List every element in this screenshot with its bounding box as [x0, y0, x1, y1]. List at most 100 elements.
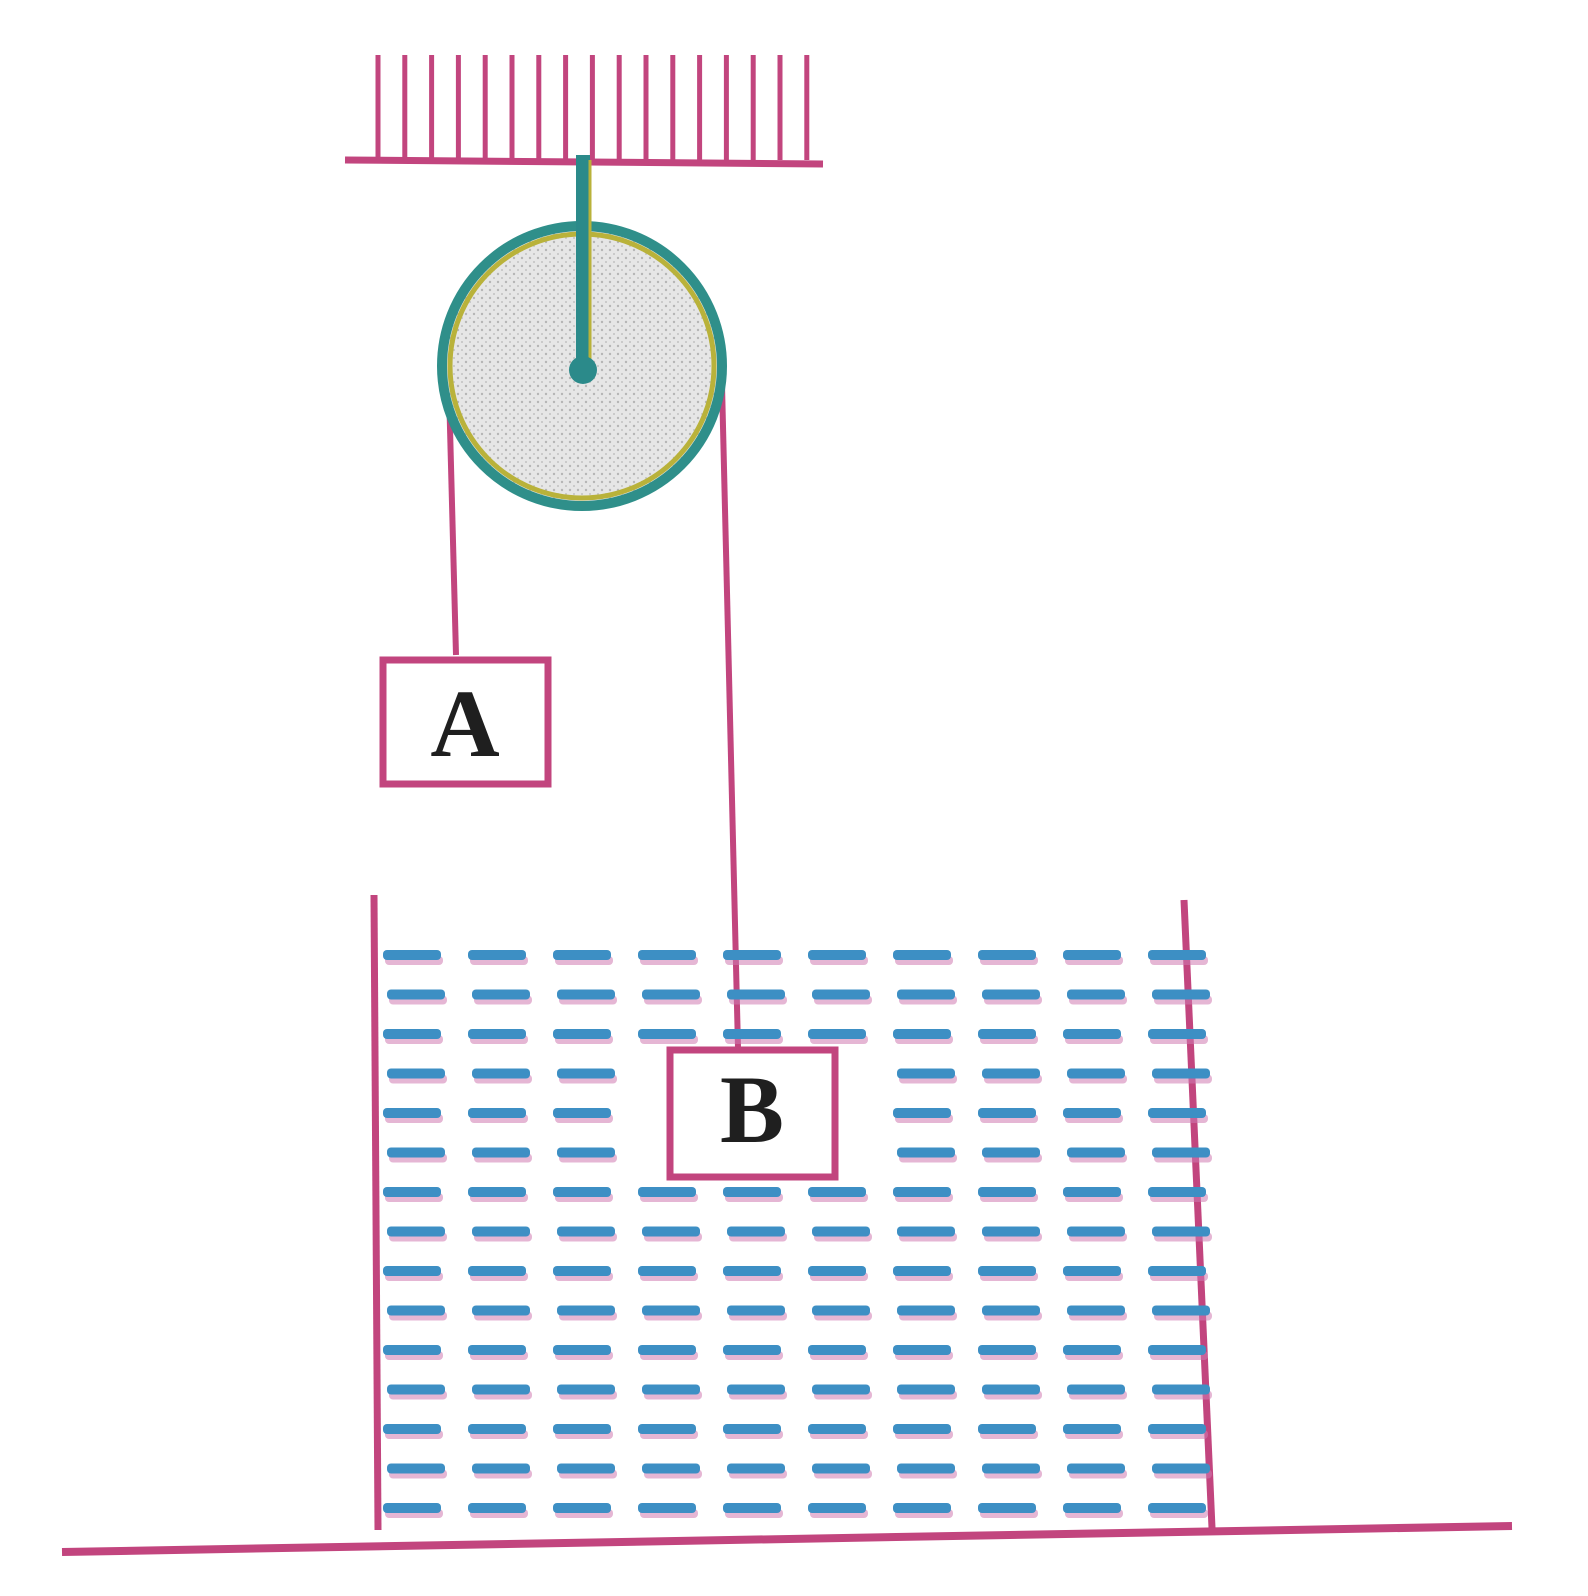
water-dash [472, 1463, 530, 1474]
water-dash [893, 1108, 951, 1118]
water-dash [557, 1305, 615, 1316]
water-dash [642, 1305, 700, 1316]
water-dash [1063, 950, 1121, 960]
water-dash [472, 1226, 530, 1237]
water-dash [1152, 1226, 1210, 1237]
water-dash [642, 1463, 700, 1474]
water-dash [638, 1029, 696, 1039]
water-dash [553, 1424, 611, 1434]
water-dash [468, 1266, 526, 1276]
water-dash [978, 950, 1036, 960]
water-dash [387, 1305, 445, 1316]
block-B-label: B [720, 1056, 784, 1163]
water-dash [723, 1187, 781, 1197]
water-dash [978, 1187, 1036, 1197]
water-dash [472, 1384, 530, 1395]
water-dash [557, 989, 615, 1000]
string [446, 384, 741, 1049]
water-dash [1063, 1266, 1121, 1276]
block-A-box [379, 656, 552, 788]
water-dash [387, 1068, 445, 1079]
water-dash [1152, 989, 1210, 1000]
water-dash [1152, 1305, 1210, 1316]
water-dash [1067, 1147, 1125, 1158]
water-dash [897, 989, 955, 1000]
water-dash [553, 950, 611, 960]
water-dash [982, 1384, 1040, 1395]
water-dash [808, 1187, 866, 1197]
water-dash [727, 989, 785, 1000]
water-dash [1063, 1424, 1121, 1434]
water-dash [1063, 1029, 1121, 1039]
water-dash [557, 1068, 615, 1079]
water-dash [982, 1147, 1040, 1158]
ceiling-support [344, 55, 824, 168]
water-dash [383, 1503, 441, 1513]
pulley-hub [569, 356, 597, 384]
water-dash [978, 1503, 1036, 1513]
water-dash [723, 1345, 781, 1355]
water-dash [812, 1384, 870, 1395]
water-dash [383, 1266, 441, 1276]
water-dash [978, 1424, 1036, 1434]
water-dash [808, 1424, 866, 1434]
water-dash [383, 1029, 441, 1039]
water-container [370, 894, 1216, 1531]
water-dash [1148, 1266, 1206, 1276]
water-dash [472, 1147, 530, 1158]
water-dash [723, 1029, 781, 1039]
water-dash [893, 1029, 951, 1039]
floor [61, 1522, 1513, 1556]
water-dash [723, 950, 781, 960]
water-dash [893, 950, 951, 960]
water-dash [1067, 1384, 1125, 1395]
water-dash [897, 1305, 955, 1316]
water-dash [727, 1463, 785, 1474]
water-dash [897, 1463, 955, 1474]
water-dash [1067, 1068, 1125, 1079]
water-dash [978, 1108, 1036, 1118]
water-dash [472, 989, 530, 1000]
water-dash [553, 1187, 611, 1197]
water-dash [812, 1226, 870, 1237]
block-B: B [666, 1046, 839, 1181]
water-dash [387, 1463, 445, 1474]
water-dash [387, 989, 445, 1000]
water-dash [468, 1503, 526, 1513]
water [383, 950, 1212, 1518]
water-dash [1063, 1187, 1121, 1197]
container-right-wall [1180, 899, 1216, 1529]
water-dash [557, 1463, 615, 1474]
water-dash [642, 989, 700, 1000]
water-dash [897, 1384, 955, 1395]
string-right [719, 384, 741, 1049]
water-dash [472, 1068, 530, 1079]
string-left [446, 389, 459, 656]
water-dash [897, 1147, 955, 1158]
water-dash [893, 1345, 951, 1355]
water-dash [982, 1068, 1040, 1079]
water-dash [812, 1305, 870, 1316]
water-dash [893, 1187, 951, 1197]
block-A: A [379, 656, 552, 788]
water-dash [1148, 1108, 1206, 1118]
water-dash [1152, 1147, 1210, 1158]
water-dash [1063, 1503, 1121, 1513]
water-dash [1063, 1345, 1121, 1355]
water-dash [383, 1424, 441, 1434]
water-dash [383, 950, 441, 960]
water-dash [387, 1226, 445, 1237]
ceiling-hatch [375, 55, 810, 160]
container-left-wall [370, 894, 382, 1531]
water-dash [638, 1503, 696, 1513]
water-dash [1148, 1345, 1206, 1355]
water-dash [727, 1226, 785, 1237]
water-dash [1063, 1108, 1121, 1118]
water-dash [808, 1266, 866, 1276]
water-dash [1152, 1068, 1210, 1079]
water-dash [383, 1345, 441, 1355]
water-dash [387, 1384, 445, 1395]
water-dash [812, 989, 870, 1000]
water-dash [468, 1424, 526, 1434]
